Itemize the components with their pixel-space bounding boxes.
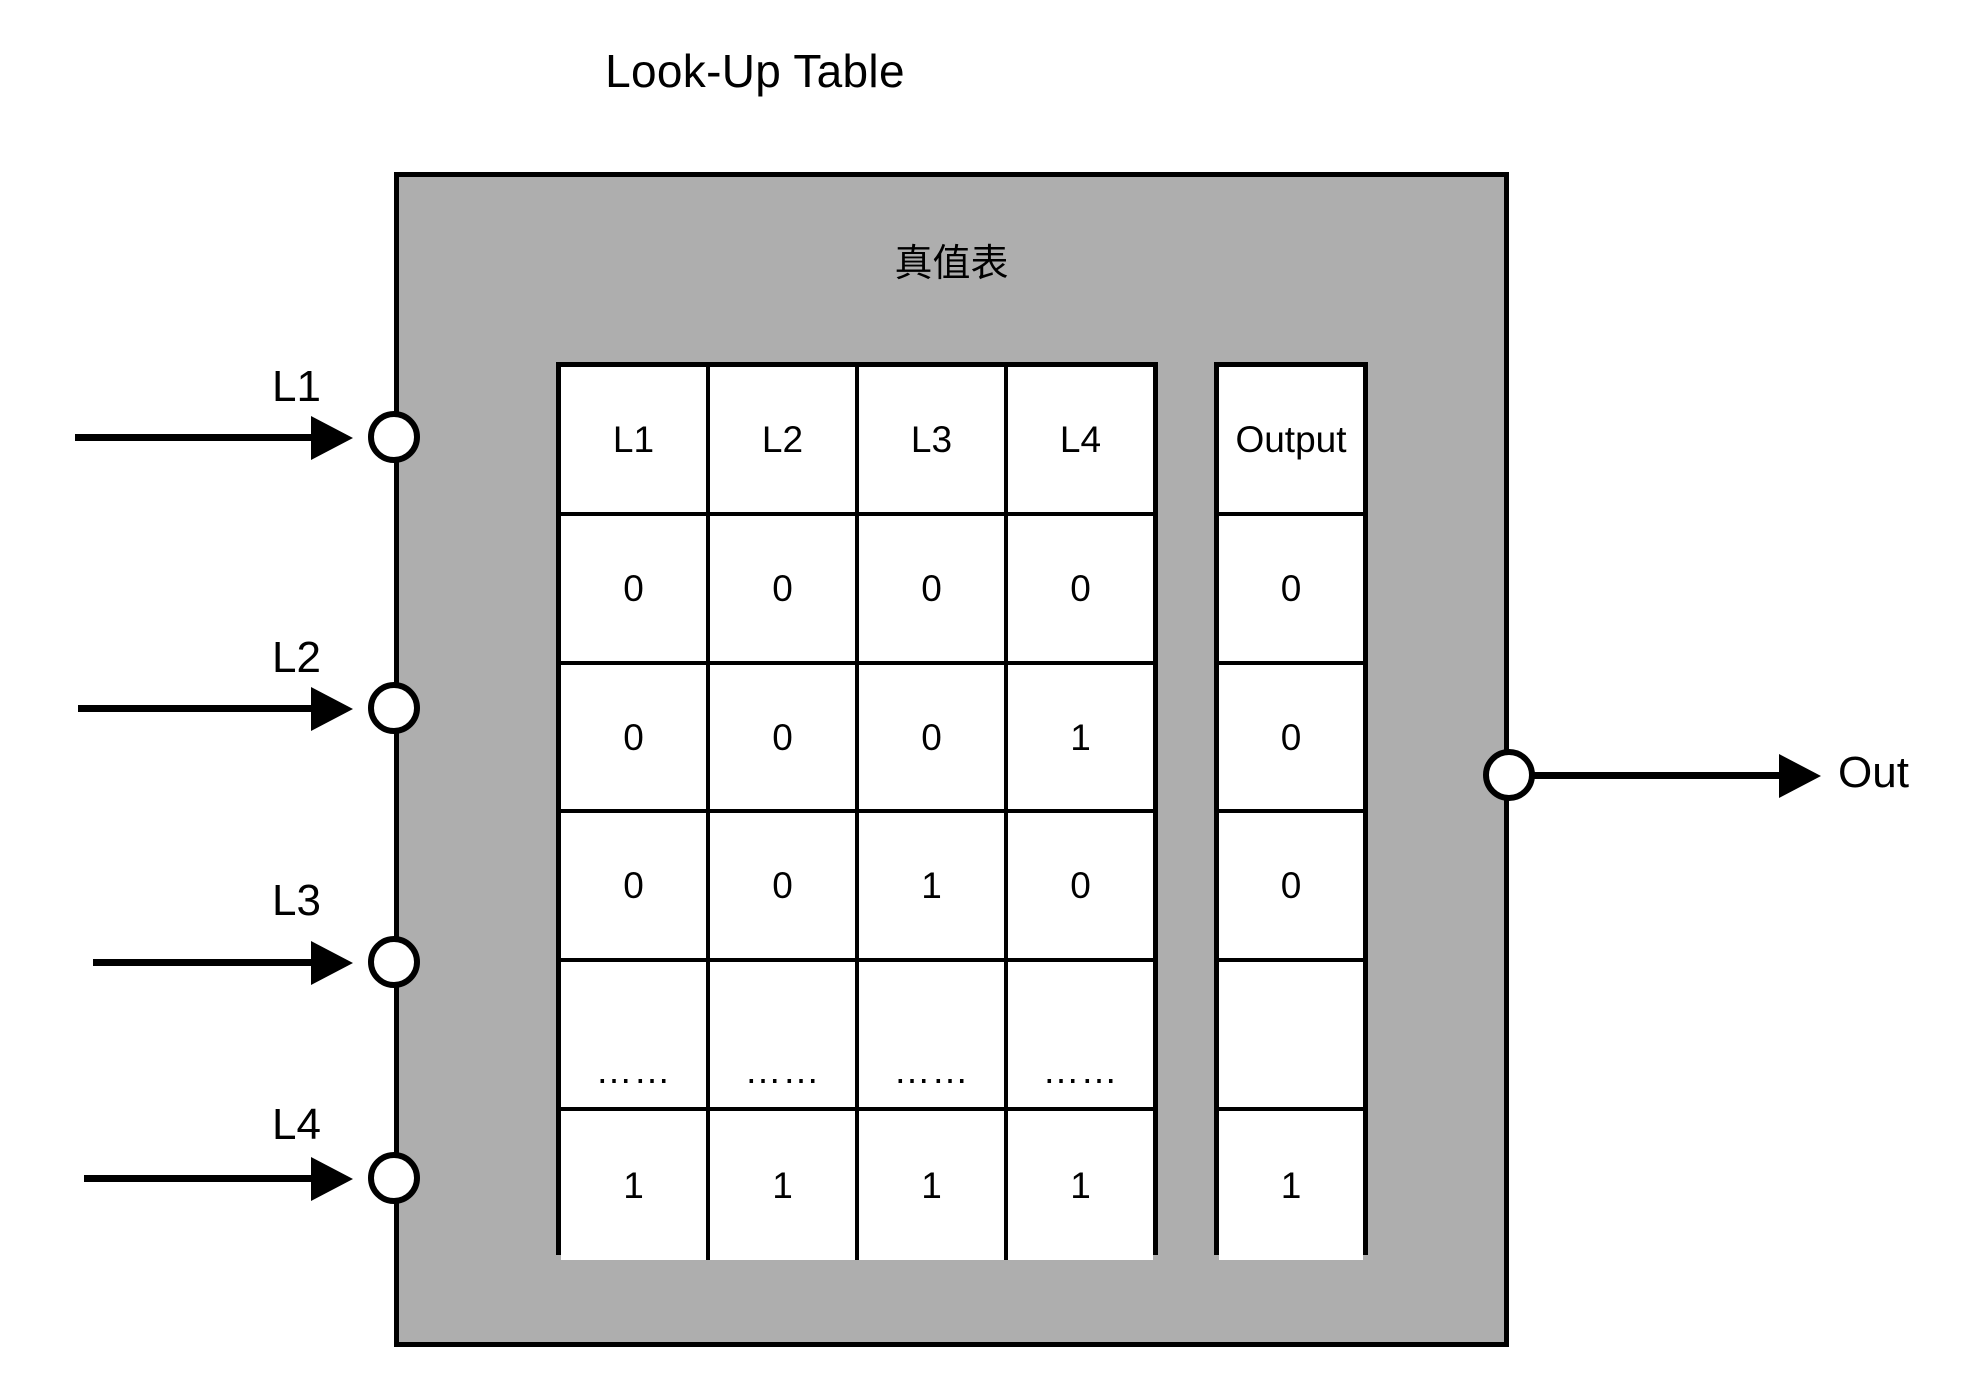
cell-input: 0 — [859, 515, 1008, 661]
table-row: 0 — [1219, 813, 1363, 963]
table-row: 1 — [1219, 1111, 1363, 1260]
cell-output: 1 — [1219, 1111, 1363, 1260]
table-header-row: Output — [1219, 367, 1363, 516]
cell-output: 0 — [1219, 813, 1363, 959]
output-wire — [1533, 772, 1783, 779]
cell-output: 0 — [1219, 664, 1363, 810]
input-wire-l2 — [78, 705, 315, 712]
cell-output — [1219, 962, 1363, 1108]
truth-table-output: Output 0 0 0 1 — [1214, 362, 1368, 1260]
table-row: 0 0 0 0 — [561, 515, 1153, 665]
cell-input: 0 — [561, 813, 710, 959]
input-port-l2[interactable] — [368, 682, 420, 734]
cell-input: 0 — [710, 664, 859, 810]
input-port-l1[interactable] — [368, 411, 420, 463]
table-row: 0 — [1219, 515, 1363, 665]
cell-input: 1 — [710, 1111, 859, 1260]
page-title: Look-Up Table — [605, 45, 905, 97]
table-header-row: L1 L2 L3 L4 — [561, 367, 1153, 516]
table-row: 1 1 1 1 — [561, 1111, 1153, 1260]
input-label-l1: L1 — [272, 362, 321, 411]
cell-input: 1 — [1008, 1111, 1153, 1260]
input-port-l4[interactable] — [368, 1152, 420, 1204]
cell-input: 0 — [1008, 813, 1153, 959]
cell-input: 1 — [859, 813, 1008, 959]
column-header-l1: L1 — [561, 367, 710, 512]
table-row: 0 0 0 1 — [561, 664, 1153, 814]
cell-output: 0 — [1219, 515, 1363, 661]
input-label-l3: L3 — [272, 876, 321, 925]
input-arrow-l3 — [311, 941, 353, 985]
truth-table-subtitle: 真值表 — [894, 243, 1009, 285]
input-label-l2: L2 — [272, 633, 321, 682]
input-arrow-l1 — [311, 416, 353, 460]
output-port[interactable] — [1483, 749, 1535, 801]
table-row: 0 0 1 0 — [561, 813, 1153, 963]
cell-input: 0 — [710, 813, 859, 959]
input-wire-l3 — [93, 959, 315, 966]
input-port-l3[interactable] — [368, 936, 420, 988]
cell-input: 0 — [561, 664, 710, 810]
column-header-l4: L4 — [1008, 367, 1153, 512]
cell-input: 1 — [561, 1111, 710, 1260]
input-arrow-l4 — [311, 1157, 353, 1201]
table-row-ellipsis — [1219, 962, 1363, 1112]
column-header-l2: L2 — [710, 367, 859, 512]
cell-input: …… — [1008, 962, 1153, 1108]
table-row: 0 — [1219, 664, 1363, 814]
output-arrow — [1779, 754, 1821, 798]
cell-input: 1 — [1008, 664, 1153, 810]
cell-input: 0 — [710, 515, 859, 661]
cell-input: …… — [561, 962, 710, 1108]
truth-table-inputs: L1 L2 L3 L4 0 0 0 0 0 0 0 1 0 0 1 0 …… …… — [556, 362, 1158, 1260]
cell-input: 1 — [859, 1111, 1008, 1260]
cell-input: …… — [859, 962, 1008, 1108]
input-label-l4: L4 — [272, 1100, 321, 1149]
cell-input: 0 — [561, 515, 710, 661]
cell-input: 0 — [1008, 515, 1153, 661]
input-wire-l4 — [84, 1175, 315, 1182]
column-header-l3: L3 — [859, 367, 1008, 512]
cell-input: 0 — [859, 664, 1008, 810]
output-label: Out — [1838, 748, 1909, 797]
input-arrow-l2 — [311, 687, 353, 731]
column-header-output: Output — [1219, 367, 1363, 512]
table-row-ellipsis: …… …… …… …… — [561, 962, 1153, 1112]
input-wire-l1 — [75, 434, 315, 441]
cell-input: …… — [710, 962, 859, 1108]
